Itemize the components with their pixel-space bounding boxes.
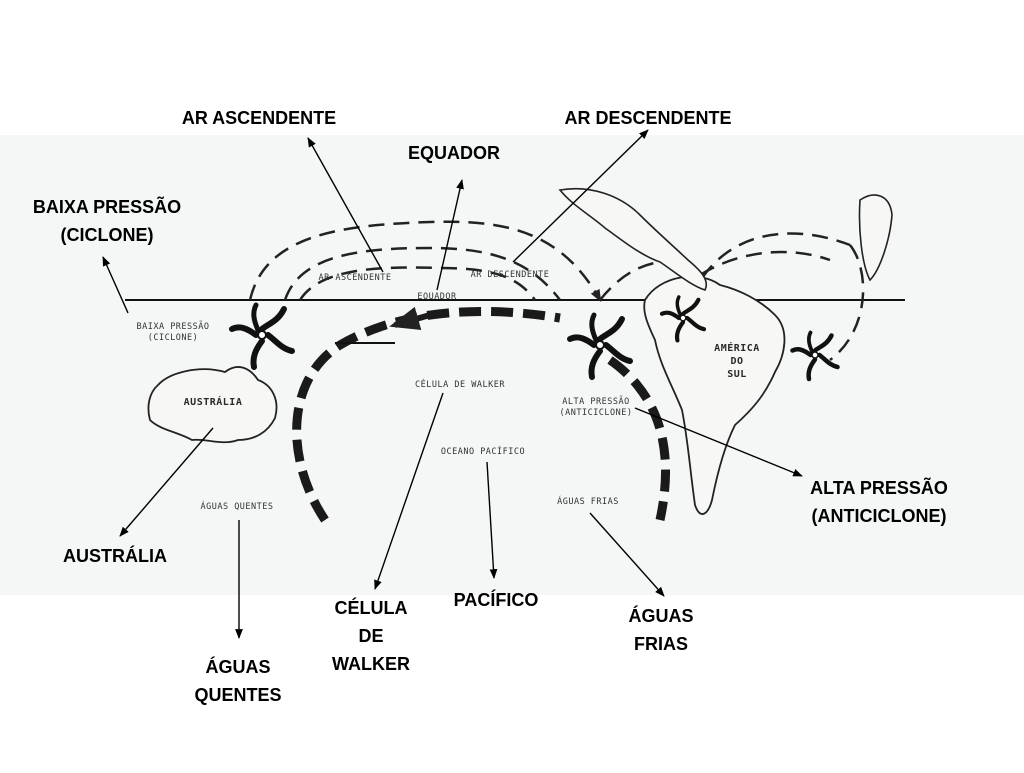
- callout-aguas-quentes: ÁGUAS QUENTES: [194, 657, 282, 705]
- callout-baixa-pressao: BAIXA PRESSÃO (CICLONE): [32, 197, 182, 245]
- inner-label-ar-descendente: AR DESCENDENTE: [470, 270, 550, 280]
- callout-celula-walker: CÉLULA DE WALKER: [332, 598, 410, 674]
- callout-ar-descendente: AR DESCENDENTE: [564, 108, 732, 128]
- central-america-outline: [558, 187, 707, 291]
- callout-alta-pressao: ALTA PRESSÃO (ANTICICLONE): [810, 478, 948, 526]
- upper-air-flow: [248, 220, 865, 361]
- inner-label-alta-pressao: ALTA PRESSÃO (ANTICICLONE): [559, 397, 633, 418]
- south-america-outline: [643, 275, 786, 515]
- callout-pacifico: PACÍFICO: [453, 590, 539, 610]
- walker-cell-loop: [292, 306, 670, 523]
- callout-arrows: [102, 129, 803, 639]
- callout-aguas-frias: ÁGUAS FRIAS: [628, 606, 694, 654]
- caribbean-outline: [858, 194, 893, 282]
- inner-label-baixa-pressao: BAIXA PRESSÃO (CICLONE): [136, 322, 210, 343]
- inner-label-ar-ascendente: AR ASCENDENTE: [318, 273, 392, 283]
- map-panel: [0, 135, 1024, 595]
- inner-label-oceano: OCEANO PACÍFICO: [440, 447, 526, 457]
- callout-australia: AUSTRÁLIA: [63, 546, 167, 566]
- inner-label-aguas-frias: ÁGUAS FRIAS: [557, 497, 619, 507]
- inner-label-america: AMÉRICA DO SUL: [714, 343, 760, 380]
- callout-equador: EQUADOR: [407, 143, 501, 163]
- australia-outline: [147, 366, 278, 444]
- inner-label-aguas-quentes: ÁGUAS QUENTES: [200, 502, 274, 512]
- walker-flow-arrow: [389, 306, 431, 330]
- callout-ar-ascendente: AR ASCENDENTE: [181, 108, 337, 128]
- inner-label-celula: CÉLULA DE WALKER: [415, 380, 505, 390]
- inner-label-australia: AUSTRÁLIA: [183, 397, 243, 408]
- inner-label-equador: EQUADOR: [417, 292, 457, 302]
